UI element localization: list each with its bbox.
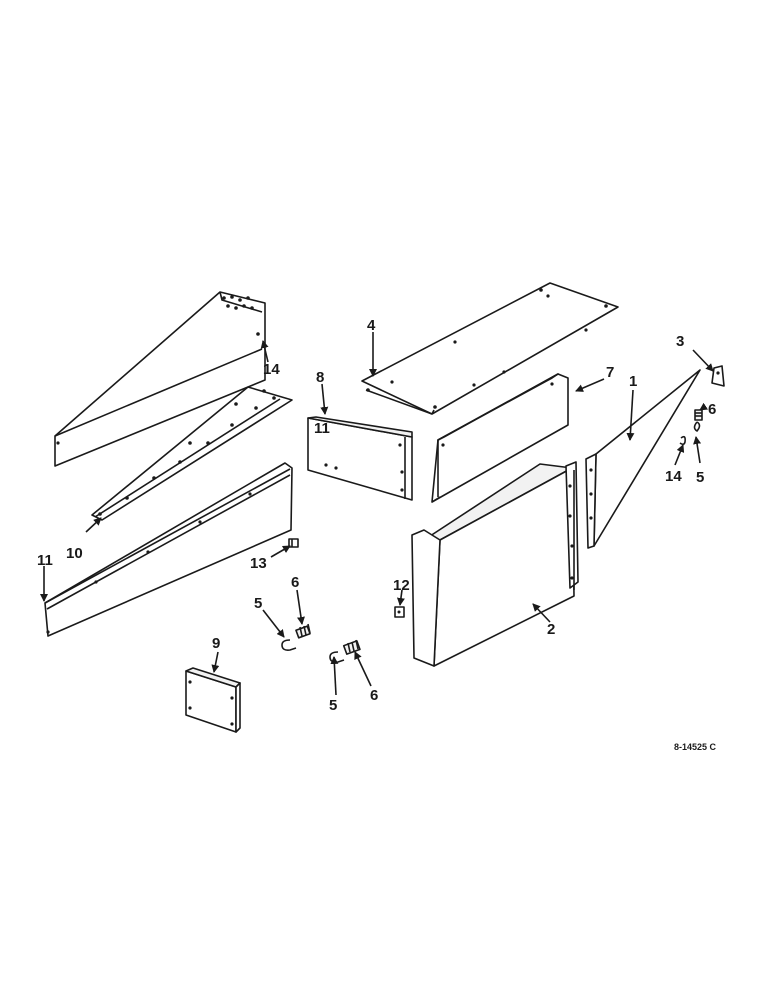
hook-spring-center — [329, 639, 361, 663]
callout-9: 9 — [212, 635, 220, 652]
callout-6-center: 6 — [370, 687, 378, 704]
callout-5-right: 5 — [696, 469, 704, 486]
part-11-wedge-panel — [44, 462, 293, 637]
callout-6-right: 6 — [708, 401, 716, 418]
part-8-end-panel: 11 — [307, 416, 413, 501]
hook-spring-left — [281, 623, 311, 651]
callout-5-left: 5 — [254, 595, 262, 612]
part-7-channel — [431, 373, 569, 503]
part-12-clip — [394, 606, 405, 618]
callout-7: 7 — [606, 364, 614, 381]
right-hardware — [679, 409, 703, 446]
callout-2: 2 — [547, 621, 555, 638]
callout-12: 12 — [393, 577, 410, 594]
callouts: 1 2 3 4 7 8 9 10 11 12 13 14 14 5 5 5 6 … — [37, 317, 716, 714]
callout-10: 10 — [66, 545, 83, 562]
callout-8: 8 — [316, 369, 324, 386]
callout-11: 11 — [37, 552, 53, 569]
part-14-side-panel — [54, 291, 266, 467]
drawing-id: 8-14525 C — [674, 742, 717, 752]
part-3-bracket — [711, 365, 725, 387]
callout-5-center: 5 — [329, 697, 337, 714]
part-2-main-box — [411, 461, 579, 667]
callout-3: 3 — [676, 333, 684, 350]
callout-14-upper: 14 — [263, 361, 280, 378]
callout-1: 1 — [629, 373, 637, 390]
leader-lines — [40, 332, 714, 696]
callout-6-left: 6 — [291, 574, 299, 591]
part-1-triangle-panel — [585, 369, 701, 549]
part-9-small-panel — [185, 667, 241, 733]
part-4-top-plate — [361, 282, 619, 415]
callout-14-right: 14 — [665, 468, 682, 485]
callout-13: 13 — [250, 555, 267, 572]
callout-4: 4 — [367, 317, 376, 334]
part-10-tapered-plate — [91, 386, 293, 521]
panel-mark: 11 — [314, 420, 330, 437]
part-13-clip — [288, 538, 299, 548]
